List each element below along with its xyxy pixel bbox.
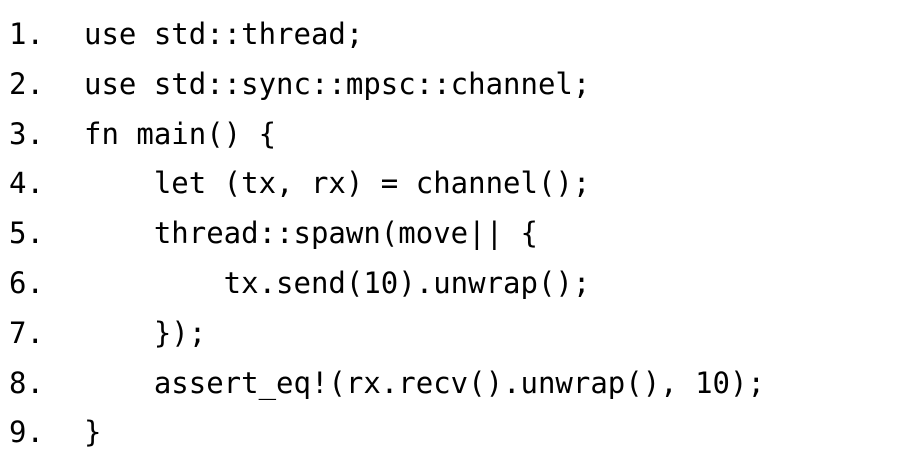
code-line: 9. } [0, 408, 919, 458]
code-line: 6. tx.send(10).unwrap(); [0, 259, 919, 309]
line-number: 4. [9, 166, 44, 201]
line-number: 7. [9, 315, 44, 350]
line-code: use std::sync::mpsc::channel; [84, 66, 591, 101]
line-code: } [84, 415, 102, 450]
code-line: 1. use std::thread; [0, 10, 919, 60]
line-number: 3. [9, 116, 44, 151]
line-number: 8. [9, 365, 44, 400]
line-code: assert_eq!(rx.recv().unwrap(), 10); [84, 365, 765, 400]
line-code: fn main() { [84, 116, 277, 151]
line-code: tx.send(10).unwrap(); [84, 265, 591, 300]
line-number: 9. [9, 415, 44, 450]
code-line: 5. thread::spawn(move|| { [0, 209, 919, 259]
code-line: 2. use std::sync::mpsc::channel; [0, 60, 919, 110]
code-line: 4. let (tx, rx) = channel(); [0, 159, 919, 209]
line-number: 1. [9, 17, 44, 51]
line-code: thread::spawn(move|| { [84, 216, 538, 251]
code-line: 7. }); [0, 309, 919, 359]
line-code: }); [84, 315, 207, 350]
code-line: 8. assert_eq!(rx.recv().unwrap(), 10); [0, 359, 919, 409]
code-line: 3. fn main() { [0, 110, 919, 160]
line-number: 5. [9, 216, 44, 251]
line-code: use std::thread; [84, 17, 364, 51]
line-number: 6. [9, 265, 44, 300]
line-number: 2. [9, 66, 44, 101]
line-code: let (tx, rx) = channel(); [84, 166, 591, 201]
